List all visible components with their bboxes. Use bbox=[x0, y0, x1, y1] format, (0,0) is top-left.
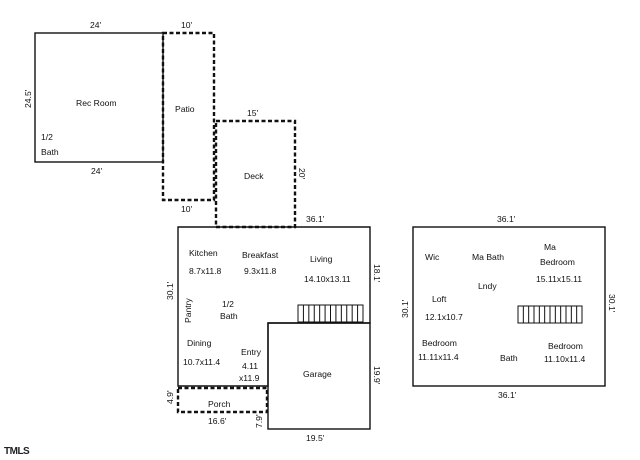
garage-label: Garage bbox=[303, 369, 332, 379]
patio-outline bbox=[161, 31, 216, 202]
main-floor-dim-top: 36.1' bbox=[306, 214, 325, 224]
ma-bath-label: Ma Bath bbox=[472, 252, 504, 262]
kitchen-label: Kitchen bbox=[189, 248, 218, 258]
ma-bedroom-line2: Bedroom bbox=[540, 257, 575, 267]
deck-dim-side: 20' bbox=[297, 168, 307, 180]
porch-outline bbox=[176, 386, 269, 414]
bedroom-left-size: 11.11x11.4 bbox=[418, 352, 459, 362]
rec-room-half-bath-line1: 1/2 bbox=[41, 132, 53, 142]
ma-bedroom-size: 15.11x15.11 bbox=[536, 274, 582, 284]
patio-label: Patio bbox=[175, 104, 195, 114]
main-floor-dim-right: 18.1' bbox=[372, 264, 382, 283]
breakfast-label: Breakfast bbox=[242, 250, 279, 260]
loft-label: Loft bbox=[432, 294, 447, 304]
patio-dim-bottom: 10' bbox=[181, 204, 193, 214]
breakfast-size: 9.3x11.8 bbox=[244, 266, 277, 276]
upper-floor-dim-left: 30.1' bbox=[400, 299, 410, 318]
upper-floor: 36.1' 36.1' 30.1' 30.1' Wic Ma Bath Ma B… bbox=[400, 214, 617, 400]
deck: Deck 15' 20' bbox=[214, 108, 307, 229]
kitchen-size: 8.7x11.8 bbox=[189, 266, 222, 276]
rec-room-dim-top: 24' bbox=[90, 20, 102, 30]
porch-dim-left: 4.9' bbox=[165, 390, 175, 404]
patio-dim-top: 10' bbox=[181, 20, 193, 30]
patio: Patio 10' 10' bbox=[161, 20, 216, 214]
bedroom-left-label: Bedroom bbox=[422, 338, 457, 348]
rec-room-label: Rec Room bbox=[76, 98, 117, 108]
porch: Porch 16.6' 4.9' 7.9' bbox=[165, 386, 269, 428]
porch-dim-right: 7.9' bbox=[254, 414, 264, 428]
garage-dim-bottom: 19.5' bbox=[306, 433, 325, 443]
main-floor-dim-left: 30.1' bbox=[165, 281, 175, 300]
half-bath-line2: Bath bbox=[220, 311, 238, 321]
living-label: Living bbox=[310, 254, 333, 264]
entry-size-line1: 4.11 bbox=[242, 361, 258, 371]
upper-floor-dim-top: 36.1' bbox=[497, 214, 516, 224]
upper-floor-dim-right: 30.1' bbox=[607, 294, 617, 313]
ma-bedroom-line1: Ma bbox=[544, 242, 556, 252]
deck-label: Deck bbox=[244, 171, 264, 181]
main-floor: 36.1' 30.1' 18.1' Kitchen 8.7x11.8 Break… bbox=[165, 214, 382, 387]
living-size: 14.10x13.11 bbox=[304, 274, 351, 284]
rec-room-half-bath-line2: Bath bbox=[41, 147, 59, 157]
bath-label: Bath bbox=[500, 353, 518, 363]
garage: Garage 19.9' 19.5' bbox=[267, 322, 382, 443]
upper-staircase bbox=[517, 305, 583, 324]
loft-size: 12.1x10.7 bbox=[425, 312, 463, 322]
rec-room-dim-bottom: 24' bbox=[91, 166, 103, 176]
rec-room: Rec Room 1/2 Bath 24' 24' 24.5' bbox=[23, 20, 164, 176]
upper-floor-outline bbox=[412, 226, 606, 387]
entry-label: Entry bbox=[241, 347, 262, 357]
wic-label: Wic bbox=[425, 252, 440, 262]
garage-outline bbox=[267, 322, 371, 430]
entry-size-line2: x11.9 bbox=[239, 373, 260, 383]
bedroom-right-size: 11.10x11.4 bbox=[544, 354, 585, 364]
porch-label: Porch bbox=[208, 399, 231, 409]
dining-size: 10.7x11.4 bbox=[183, 357, 220, 367]
lndy-label: Lndy bbox=[478, 281, 497, 291]
main-staircase bbox=[297, 304, 364, 323]
porch-dim-bottom: 16.6' bbox=[208, 416, 227, 426]
tmls-logo: TMLS bbox=[4, 446, 30, 457]
half-bath-line1: 1/2 bbox=[222, 299, 234, 309]
dining-label: Dining bbox=[187, 338, 212, 348]
deck-dim-top: 15' bbox=[247, 108, 259, 118]
upper-floor-dim-bottom: 36.1' bbox=[498, 390, 517, 400]
garage-dim-right: 19.9' bbox=[372, 366, 382, 385]
rec-room-dim-left: 24.5' bbox=[23, 89, 33, 108]
bedroom-right-label: Bedroom bbox=[548, 341, 583, 351]
pantry-label: Pantry bbox=[183, 297, 193, 323]
